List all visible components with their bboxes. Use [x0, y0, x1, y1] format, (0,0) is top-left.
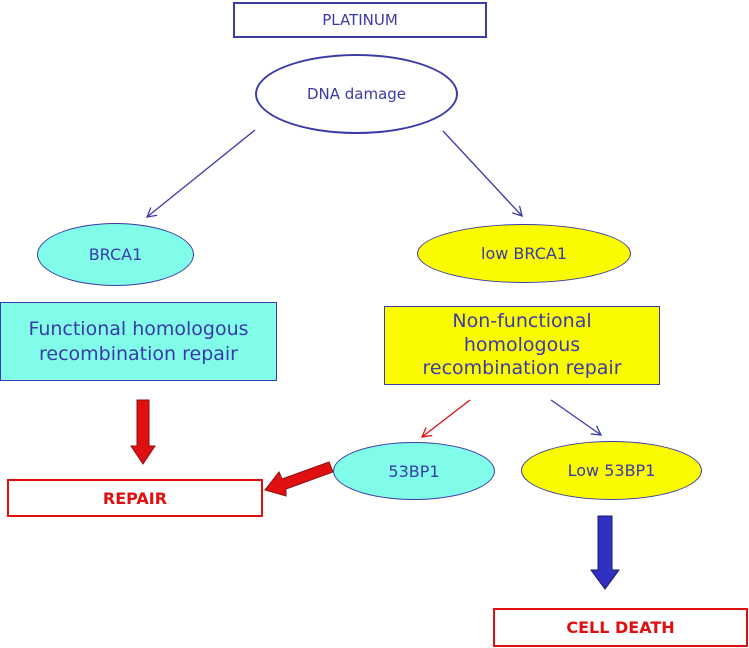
cell-death-outcome-label: CELL DEATH — [566, 618, 675, 637]
nonfunctional-repair-line-2: homologous — [463, 333, 581, 356]
low-53bp1-label: Low 53BP1 — [567, 461, 656, 480]
arrow-dna-to-low-brca1 — [442, 130, 523, 217]
low-53bp1-node: Low 53BP1 — [521, 441, 702, 500]
arrow-nonfunc-to-low-53bp1 — [550, 399, 603, 436]
nonfunctional-repair-line-1: Non-functional — [452, 309, 592, 332]
low-brca1-label: low BRCA1 — [481, 244, 567, 263]
low-brca1-node: low BRCA1 — [417, 224, 631, 283]
block-arrow-low53bp1-to-death — [590, 515, 620, 590]
arrow-nonfunc-to-53bp1 — [420, 399, 471, 438]
cell-death-outcome-box: CELL DEATH — [493, 608, 748, 647]
platinum-box: PLATINUM — [233, 2, 487, 38]
53bp1-label: 53BP1 — [388, 461, 440, 481]
brca1-label: BRCA1 — [88, 245, 143, 264]
block-arrow-func-to-repair — [130, 399, 156, 465]
dna-damage-node: DNA damage — [255, 54, 458, 134]
nonfunctional-repair-box: Non-functional homologous recombination … — [384, 306, 660, 385]
repair-outcome-box: REPAIR — [7, 479, 263, 517]
brca1-node: BRCA1 — [37, 223, 194, 286]
platinum-label: PLATINUM — [322, 11, 398, 29]
dna-damage-label: DNA damage — [306, 85, 407, 103]
functional-repair-box: Functional homologous recombination repa… — [0, 302, 277, 381]
functional-repair-line-2: recombination repair — [38, 342, 238, 365]
arrow-dna-to-brca1 — [145, 129, 256, 218]
nonfunctional-repair-line-3: recombination repair — [422, 357, 622, 380]
repair-outcome-label: REPAIR — [102, 488, 168, 508]
block-arrow-53bp1-to-repair — [264, 461, 334, 497]
functional-repair-line-1: Functional homologous — [28, 317, 249, 340]
53bp1-node: 53BP1 — [333, 442, 495, 500]
